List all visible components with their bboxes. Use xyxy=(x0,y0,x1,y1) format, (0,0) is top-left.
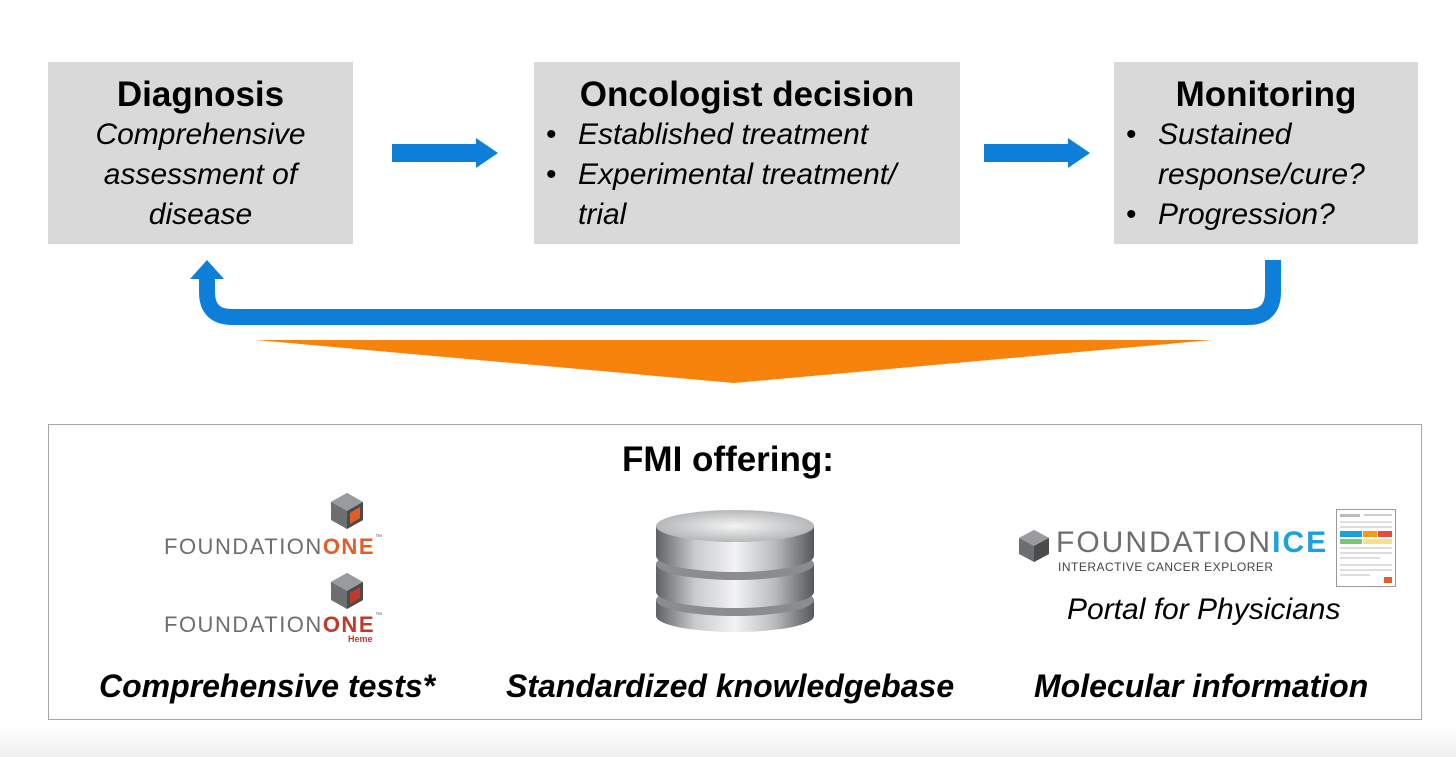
caption-comprehensive-tests: Comprehensive tests* xyxy=(99,668,436,704)
trademark: ™ xyxy=(375,612,384,619)
monitoring-bullet-list: Sustained response/cure? Progression? xyxy=(1114,115,1418,235)
diagnosis-line: Comprehensive xyxy=(95,118,306,151)
orange-funnel xyxy=(256,340,1212,383)
ice-subtitle: INTERACTIVE CANCER EXPLORER xyxy=(1058,560,1274,574)
bullet-item: Sustained response/cure? xyxy=(1114,115,1398,195)
cube-icon xyxy=(331,573,363,609)
oncologist-bullet-list: Established treatment Experimental treat… xyxy=(534,115,960,235)
feedback-arrowhead xyxy=(190,260,224,279)
caption-molecular-information: Molecular information xyxy=(1034,668,1369,704)
heme-label: Heme xyxy=(348,634,373,644)
offering-title: FMI offering: xyxy=(622,440,834,479)
diagnosis-title: Diagnosis xyxy=(116,75,285,114)
portal-label: Portal for Physicians xyxy=(1067,593,1341,626)
logo-word-foundation: FOUNDATION xyxy=(164,534,323,559)
trademark: ™ xyxy=(375,534,384,541)
report-thumbnail xyxy=(1336,509,1396,587)
bullet-item: Established treatment xyxy=(534,115,960,155)
logo-word-foundation: FOUNDATION xyxy=(1056,526,1273,559)
monitoring-box: Monitoring Sustained response/cure? Prog… xyxy=(1114,62,1418,244)
oncologist-title: Oncologist decision xyxy=(579,75,915,114)
foundation-one-logo: FOUNDATIONONE™ xyxy=(164,534,384,560)
monitoring-title: Monitoring xyxy=(1175,75,1357,114)
arrow-right-2 xyxy=(984,138,1090,168)
diagnosis-line: assessment of xyxy=(103,158,298,191)
oncologist-decision-box: Oncologist decision Established treatmen… xyxy=(534,62,960,244)
database-icon xyxy=(656,510,814,632)
diagnosis-line: disease xyxy=(148,198,253,231)
cube-icon xyxy=(331,493,363,529)
bullet-item: Progression? xyxy=(1114,195,1418,235)
diagnosis-box: Diagnosis Comprehensive assessment of di… xyxy=(48,62,353,244)
feedback-loop-arrow xyxy=(199,260,1281,325)
logo-accent-ice: ICE xyxy=(1272,526,1329,559)
logo-accent-one: ONE xyxy=(322,534,375,559)
cube-icon xyxy=(1019,530,1049,562)
bullet-item: Experimental treatment/ trial xyxy=(534,155,908,235)
foundation-ice-logo: FOUNDATIONICE xyxy=(1056,526,1328,560)
caption-knowledgebase: Standardized knowledgebase xyxy=(506,668,955,704)
arrow-right-1 xyxy=(392,138,498,168)
logo-accent-one: ONE xyxy=(322,612,375,637)
footer-band xyxy=(0,727,1456,757)
foundation-one-heme-logo: FOUNDATIONONE™ xyxy=(164,612,384,638)
logo-word-foundation: FOUNDATION xyxy=(164,612,323,637)
